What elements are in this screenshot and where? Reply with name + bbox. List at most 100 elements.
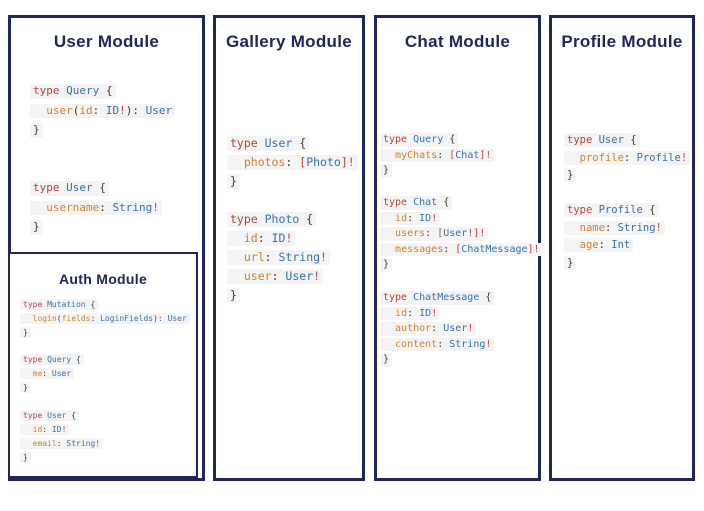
code-token: id [395,212,408,224]
auth-module-title: Auth Module [58,271,148,287]
code-token: ! [119,103,126,117]
code-token: } [33,123,40,136]
code-token: User [145,103,173,117]
code-token [383,323,395,334]
code-token: ! [320,250,327,264]
code-line-highlight: } [380,164,393,178]
code-token: { [649,204,656,216]
code-token: ID [271,231,286,245]
code-token: user [243,269,272,283]
code-token: : [42,425,52,434]
code-line: photos: [Photo]! [227,153,358,172]
code-line: type Chat { [380,195,543,211]
code-line-highlight: type Mutation { [20,299,99,311]
code-token: String [617,221,656,234]
code-line: username: String! [30,198,162,218]
code-token: type [383,292,414,303]
code-token [23,439,33,448]
code-line: type User { [227,134,358,153]
code-line-highlight: id: ID! [227,231,296,247]
code-token: id [243,231,258,245]
code-line: } [227,172,358,191]
code-token: user [46,103,73,117]
code-token: name [579,221,605,234]
auth-user-code-block: type User { id: ID! email: String!} [20,409,104,465]
code-line: url: String! [227,248,330,267]
code-token [383,150,395,161]
code-line-highlight: } [30,220,43,235]
gallery-photo-code-block: type Photo { id: ID! url: String! user: … [227,210,330,305]
code-line-highlight: id: ID! [380,211,441,225]
code-token: User [443,323,468,334]
user-module-box: User Module type Query { user(id: ID!): … [8,15,205,481]
code-line-highlight: type Query { [20,354,84,366]
code-line: id: ID! [227,229,330,248]
auth-module-box: Auth Module type Mutation { login(fields… [8,252,198,478]
code-line: } [564,255,665,273]
code-line: } [380,352,494,368]
code-token: type [230,136,265,150]
code-line: messages: [ChatMessage]! [380,242,543,258]
code-line: profile: Profile! [564,150,691,168]
code-token: : [285,155,300,169]
code-line: } [227,286,330,305]
code-token [567,222,580,234]
code-line-highlight: type User { [30,181,109,196]
code-line: name: String! [564,220,665,238]
code-token [567,239,580,251]
code-token: : [443,243,456,255]
code-token: } [230,174,237,188]
chat-module-box: Chat Module type Query { myChats: [Chat]… [374,15,543,481]
code-token: { [99,181,106,194]
code-line-highlight: } [380,353,393,367]
code-token: author [395,323,432,334]
code-line-highlight: email: String! [20,438,104,450]
code-line: users: [User!]! [380,226,543,242]
code-line: user(id: ID!): User [30,101,176,121]
auth-mutation-code-block: type Mutation { login(fields: LoginField… [20,298,190,340]
code-token: myChats [395,149,438,161]
code-token: type [567,134,599,146]
code-line-highlight: users: [User!]! [380,227,489,241]
code-token: : [598,239,612,251]
code-token: type [383,134,414,145]
code-line-highlight: photos: [Photo]! [227,155,358,171]
code-line: } [380,257,543,273]
code-token: ID [419,307,432,319]
code-token: Int [611,239,631,251]
code-token [383,308,395,319]
code-line-highlight: type Chat { [380,196,453,210]
code-token: : [437,338,450,350]
code-token: : [623,151,637,164]
code-line: } [30,120,175,140]
code-token: Profile [598,204,650,216]
code-token: String [112,200,153,214]
code-token [23,314,33,323]
code-token: ! [467,323,474,334]
code-token: : [90,314,101,323]
code-token: } [23,453,28,462]
code-line: content: String! [380,337,495,353]
code-line: type Query { [30,81,175,101]
code-token: } [33,220,40,233]
code-token: type [230,212,265,226]
code-token: username [46,200,100,214]
code-token: : [92,103,106,117]
code-token [383,213,395,224]
code-token: } [383,165,390,176]
code-line-highlight: user(id: ID!): User [30,103,176,119]
code-line: type Query { [380,132,494,148]
code-token: fields [61,314,91,323]
chat-module-title: Chat Module [404,32,511,51]
code-line: me: User [20,367,84,381]
code-token: { [105,84,113,97]
code-line-highlight: type User { [227,136,310,152]
code-token: ]! [479,149,492,161]
code-token: User [443,228,468,239]
code-token: profile [579,151,624,164]
code-line: } [20,326,190,340]
code-token: type [23,300,48,309]
code-line-highlight: type User { [564,133,640,148]
code-line-highlight: messages: [ChatMessage]! [380,242,543,256]
code-token: id [32,425,43,434]
